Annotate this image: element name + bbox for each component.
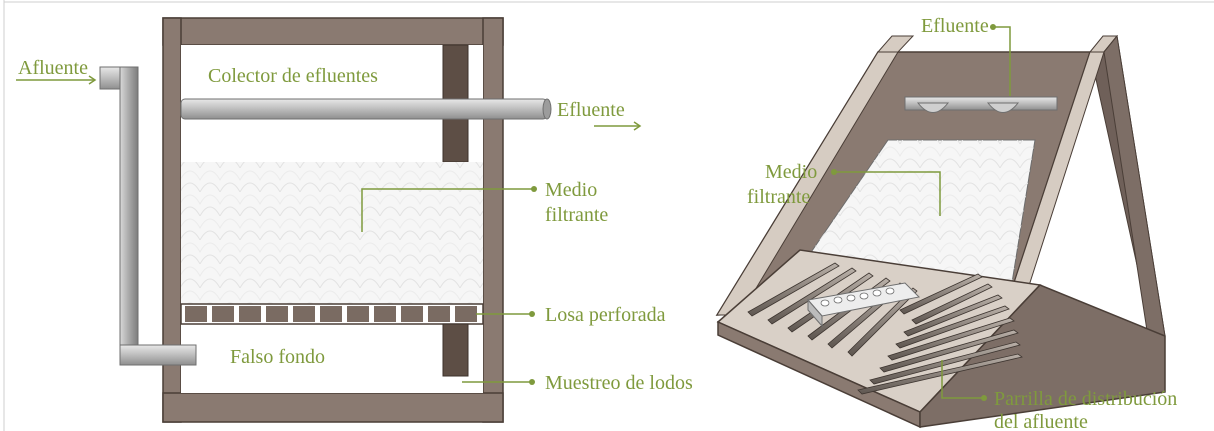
label-muestreo-lodos: Muestreo de lodos [545,372,693,394]
perforated-slab [180,303,484,325]
base-slab-side [919,284,1166,428]
label-losa-perforada: Losa perforada [545,304,666,326]
filter-media-texture [181,162,483,304]
label-parrilla-1: Parrilla de distribución [994,388,1177,410]
label-medio-right-1: Medio [765,161,817,183]
tank-top-slab [162,17,504,46]
right-filter-3d [715,34,1166,429]
label-falso-fondo: Falso fondo [230,346,325,368]
label-parrilla-2: del afluente [994,411,1088,431]
inner-column-lower [442,323,469,377]
effluent-trough [904,96,1058,113]
label-efluente-left: Efluente [557,99,625,121]
label-medio-left-2: filtrante [545,204,608,226]
tank-right-wall [482,17,504,423]
label-afluente: Afluente [18,57,88,79]
label-efluente-right: Efluente [921,15,989,37]
leader-efluente-right [993,26,1011,96]
label-colector-efluentes: Colector de efluentes [208,65,378,87]
leader-parrilla [941,360,984,399]
leader-medio-left [361,188,534,232]
label-medio-right-2: filtrante [747,186,810,208]
leader-medio-right [834,171,941,216]
label-medio-left-1: Medio [545,179,597,201]
tank-bottom-slab [162,392,504,423]
influent-pipe [99,66,197,366]
left-filter-tank [162,17,552,423]
effluent-collector-pipe [180,98,548,120]
